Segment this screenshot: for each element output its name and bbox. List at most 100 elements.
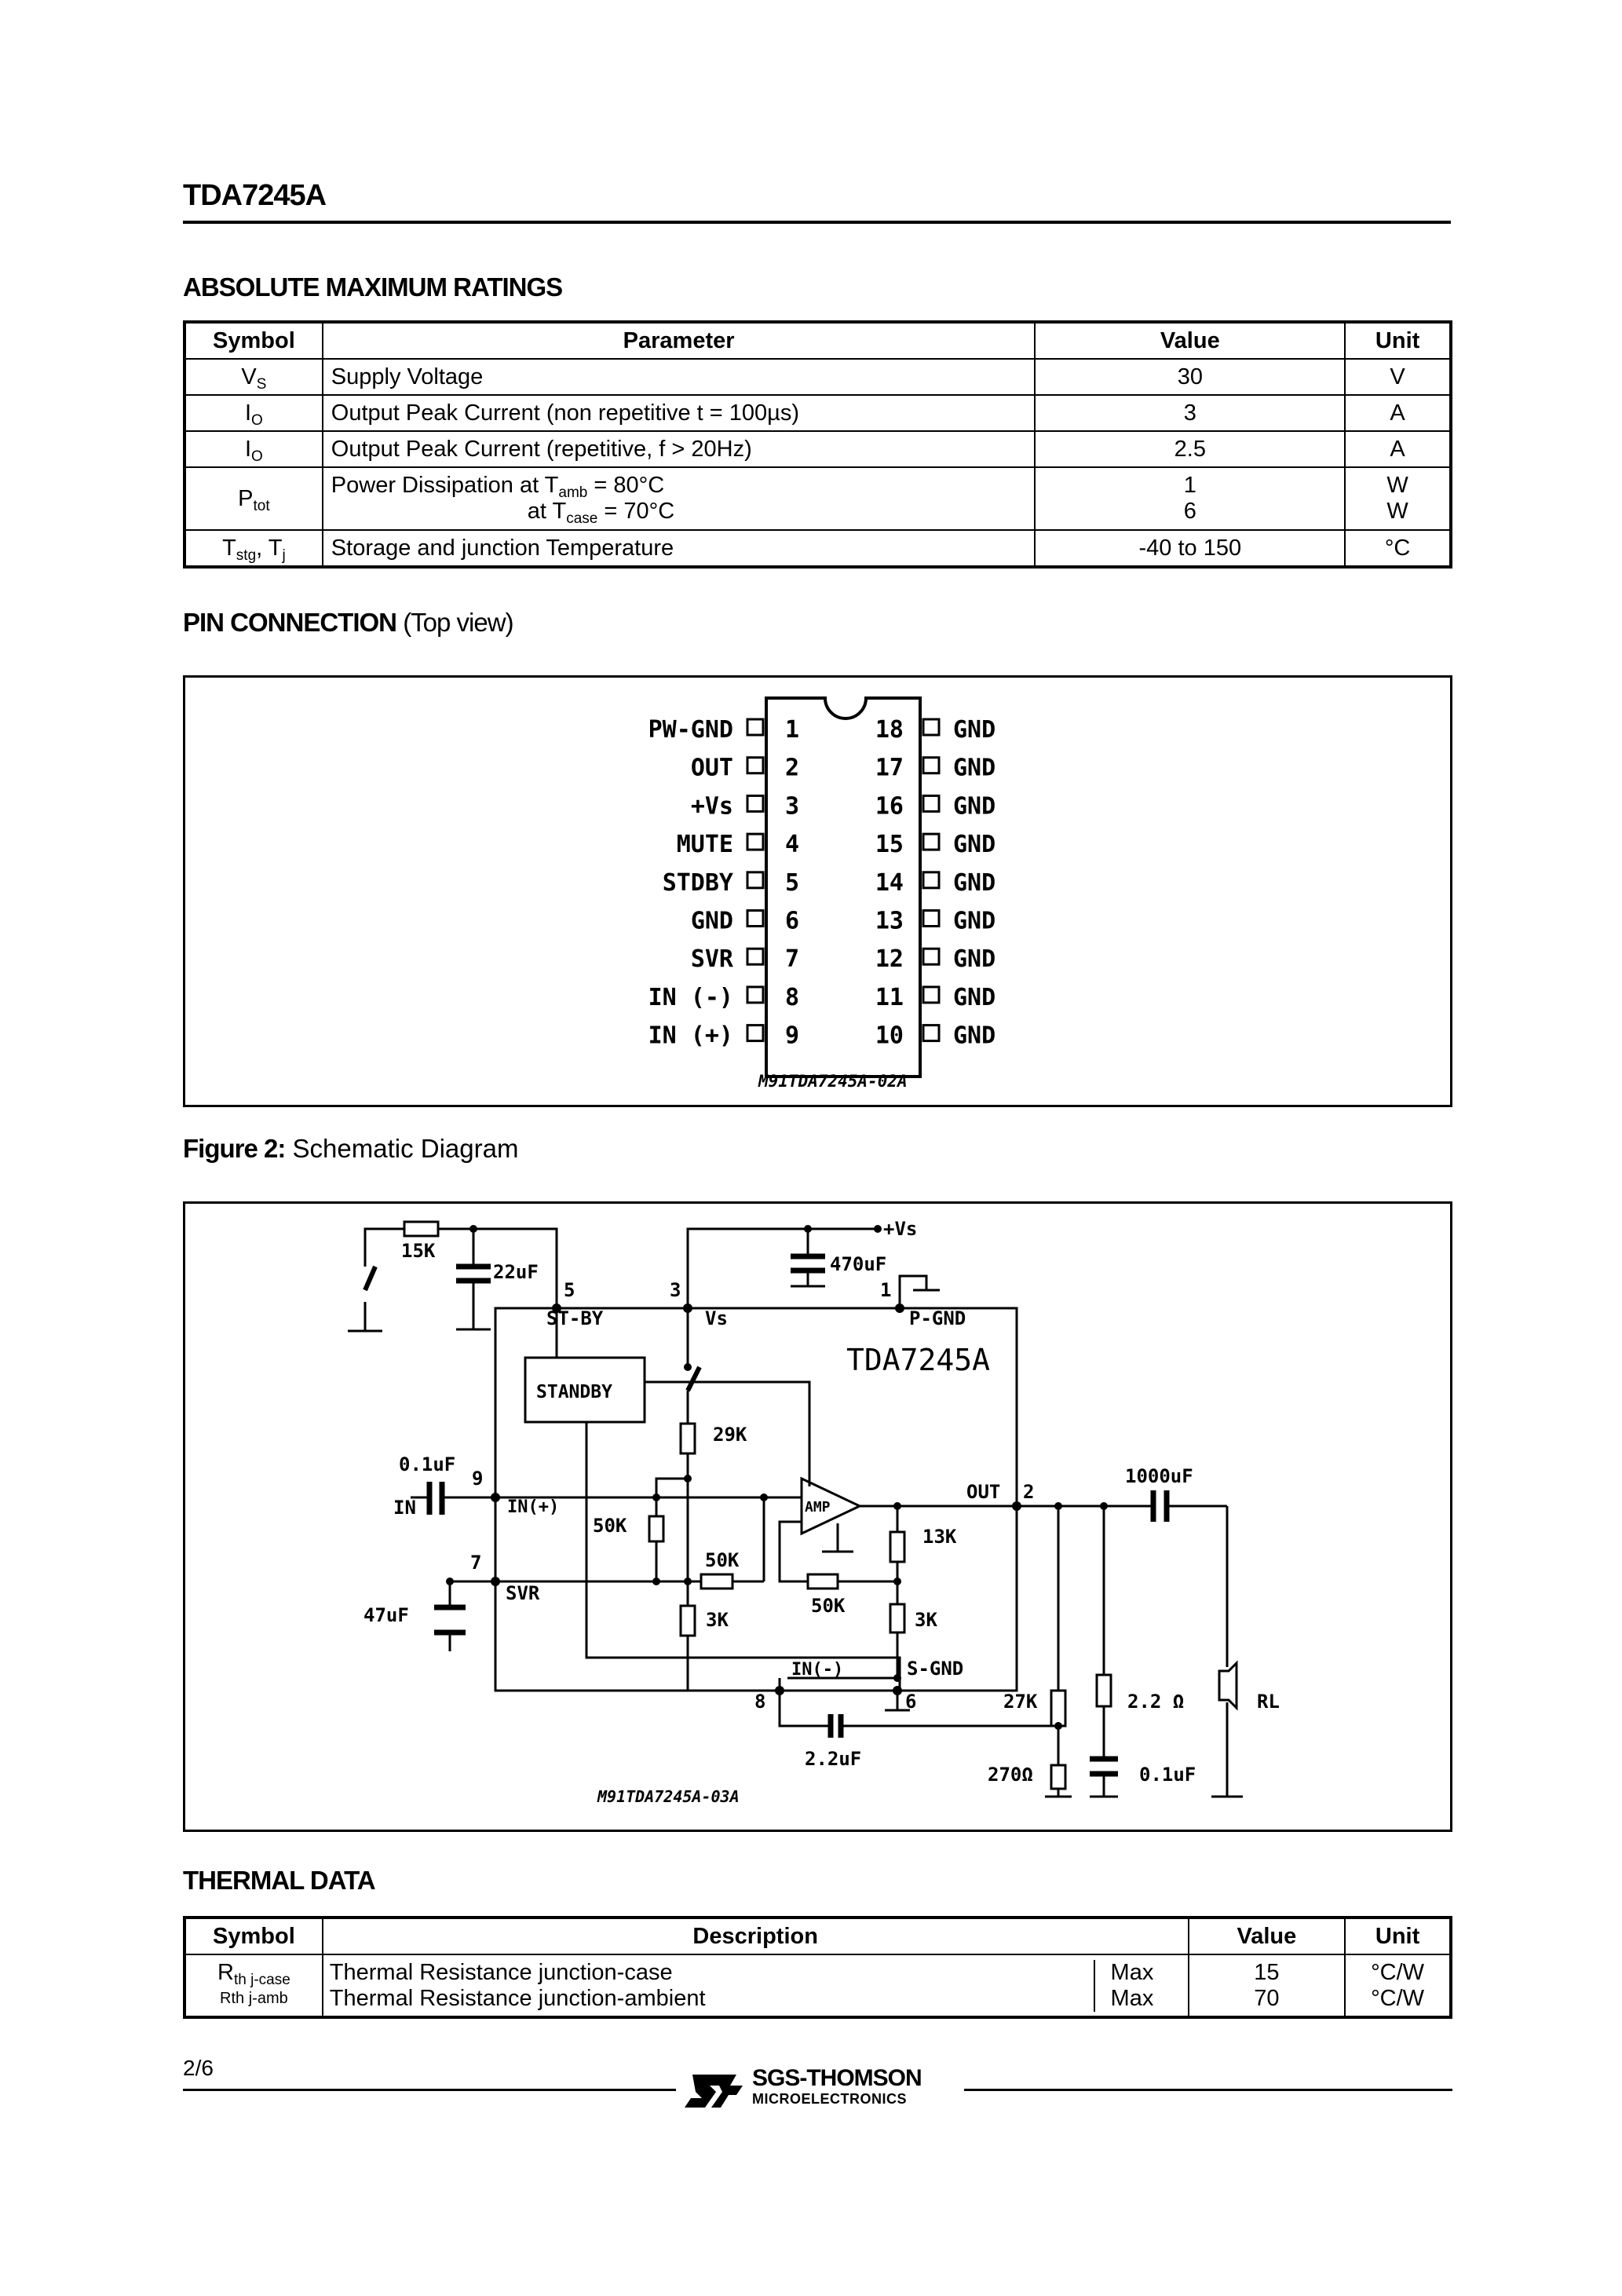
st-logo-icon bbox=[685, 2075, 743, 2108]
pin-pad-left bbox=[746, 794, 765, 813]
pin-number-right: 16 bbox=[875, 792, 904, 820]
label-vs: Vs bbox=[705, 1307, 728, 1329]
pin-number-right: 12 bbox=[875, 945, 904, 973]
schematic-diagram: 15K 22uF 5 3 +Vs 470uF 1 P-GND ST-BY Vs … bbox=[348, 1218, 1280, 1806]
pin-connection-title: PIN CONNECTION (Top view) bbox=[183, 608, 514, 637]
pin-name-right: GND bbox=[953, 755, 995, 782]
brand-subtitle: MICROELECTRONICS bbox=[752, 2091, 907, 2107]
value-cell: 3 bbox=[1034, 394, 1346, 432]
schematic-nodes bbox=[446, 1225, 1108, 1730]
pin-pad-right bbox=[922, 871, 941, 890]
pin-name-right: GND bbox=[953, 831, 995, 858]
label-22uf: 22uF bbox=[493, 1261, 539, 1283]
speaker-icon bbox=[1218, 1660, 1238, 1711]
pin-number-right: 11 bbox=[875, 984, 904, 1011]
col-unit: Unit bbox=[1344, 321, 1452, 360]
pin-name-left: PW-GND bbox=[648, 716, 733, 744]
pin-number-right: 10 bbox=[875, 1022, 904, 1050]
table-row: IO Output Peak Current (non repetitive t… bbox=[184, 394, 1452, 432]
pin-pad-right bbox=[922, 985, 941, 1004]
schematic-capacitors bbox=[426, 1253, 1170, 1777]
label-2-2-ohm: 2.2 Ω bbox=[1127, 1691, 1184, 1713]
label-50k-b: 50K bbox=[705, 1549, 740, 1571]
symbol-cell: Tstg, Tj bbox=[184, 529, 323, 568]
value-cell: -40 to 150 bbox=[1034, 529, 1346, 568]
pin-name-left: IN (-) bbox=[648, 984, 733, 1011]
col-description: Description bbox=[321, 1917, 1189, 1955]
pin-pad-right bbox=[922, 832, 941, 851]
value-cell: 30 bbox=[1034, 358, 1346, 396]
table-row: Rth j-case Rth j-amb Thermal Resistance … bbox=[184, 1954, 1452, 2018]
label-pin9: 9 bbox=[472, 1468, 483, 1490]
label-3k-b: 3K bbox=[915, 1609, 937, 1631]
symbol-cell: IO bbox=[184, 394, 323, 432]
pin-number-left: 5 bbox=[785, 869, 799, 897]
pin-number-left: 6 bbox=[785, 908, 799, 935]
parameter-cell: Output Peak Current (non repetitive t = … bbox=[321, 394, 1036, 432]
label-15k: 15K bbox=[401, 1240, 436, 1262]
parameter-cell: Supply Voltage bbox=[321, 358, 1036, 396]
pin-number-left: 2 bbox=[785, 755, 799, 782]
label-p-gnd: P-GND bbox=[909, 1307, 966, 1329]
label-pin7: 7 bbox=[470, 1552, 481, 1574]
label-1000uf: 1000uF bbox=[1125, 1465, 1193, 1487]
label-50k-c: 50K bbox=[811, 1595, 846, 1617]
chip-outline bbox=[765, 696, 922, 1078]
value-cell: 2.5 bbox=[1034, 430, 1346, 468]
pin-number-left: 3 bbox=[785, 792, 799, 820]
pin-pad-left bbox=[746, 871, 765, 890]
thermal-table: Symbol Description Value Unit Rth j-case… bbox=[183, 1916, 1452, 2019]
label-svr: SVR bbox=[506, 1582, 540, 1604]
pin-name-left: OUT bbox=[691, 755, 733, 782]
label-50k-a: 50K bbox=[593, 1515, 627, 1537]
label-0-1uf-out: 0.1uF bbox=[1139, 1764, 1196, 1786]
unit-cell: V bbox=[1344, 358, 1452, 396]
label-vs-supply: +Vs bbox=[883, 1218, 917, 1240]
col-value: Value bbox=[1034, 321, 1346, 360]
unit-cell: °C/W°C/W bbox=[1344, 1954, 1452, 2018]
pin-name-right: GND bbox=[953, 869, 995, 897]
pin-pad-right bbox=[922, 756, 941, 775]
pin-pad-right bbox=[922, 909, 941, 927]
label-pin6: 6 bbox=[905, 1691, 916, 1713]
col-value: Value bbox=[1187, 1917, 1346, 1955]
pin-number-left: 1 bbox=[785, 716, 799, 744]
label-in-plus: IN(+) bbox=[507, 1497, 559, 1517]
pin-number-left: 8 bbox=[785, 984, 799, 1011]
label-0-1uf-in: 0.1uF bbox=[399, 1453, 455, 1475]
pin-pad-right bbox=[922, 947, 941, 966]
schematic-labels: 15K 22uF 5 3 +Vs 470uF 1 P-GND ST-BY Vs … bbox=[363, 1218, 1280, 1806]
pin-name-right: GND bbox=[953, 1022, 995, 1050]
brand-name: SGS-THOMSON bbox=[752, 2065, 922, 2091]
pin-pad-left bbox=[746, 947, 765, 966]
label-out: OUT bbox=[966, 1481, 1000, 1503]
page-header-title: TDA7245A bbox=[183, 179, 327, 212]
pin-name-left: +Vs bbox=[691, 792, 733, 820]
label-27k: 27K bbox=[1003, 1691, 1038, 1713]
footer-rule-right bbox=[964, 2089, 1452, 2091]
pin-number-right: 14 bbox=[875, 869, 904, 897]
col-parameter: Parameter bbox=[321, 321, 1036, 360]
symbol-cell: VS bbox=[184, 358, 323, 396]
schematic-wires bbox=[348, 1227, 1243, 1798]
col-symbol: Symbol bbox=[184, 1917, 323, 1955]
label-47uf: 47uF bbox=[363, 1604, 409, 1626]
pin-pad-left bbox=[746, 832, 765, 851]
label-29k: 29K bbox=[713, 1424, 747, 1446]
pin-name-right: GND bbox=[953, 945, 995, 973]
pin-number-left: 4 bbox=[785, 831, 799, 858]
col-symbol: Symbol bbox=[184, 321, 323, 360]
table-row: IO Output Peak Current (repetitive, f > … bbox=[184, 430, 1452, 468]
pin-name-left: GND bbox=[691, 908, 733, 935]
label-pin8: 8 bbox=[754, 1691, 765, 1713]
table-row: Ptot Power Dissipation at Tamb = 80°C at… bbox=[184, 466, 1452, 531]
label-amp: AMP bbox=[805, 1499, 831, 1515]
schematic-switches bbox=[363, 1265, 702, 1392]
pin-name-right: GND bbox=[953, 792, 995, 820]
